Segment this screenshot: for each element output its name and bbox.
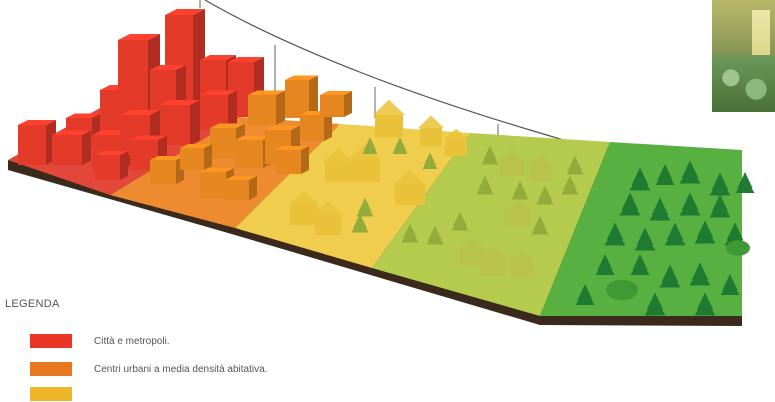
rural-house bbox=[528, 153, 554, 181]
tree bbox=[481, 145, 499, 165]
urban-building bbox=[225, 176, 257, 200]
zone-objects bbox=[18, 9, 755, 316]
zone-forest bbox=[540, 142, 742, 316]
forest-tree bbox=[735, 172, 755, 193]
town-house bbox=[288, 191, 320, 225]
town-house bbox=[313, 201, 343, 235]
forest-tree bbox=[659, 264, 681, 288]
legend-item-towns bbox=[30, 386, 94, 402]
legend-swatch-red bbox=[30, 334, 72, 348]
tree bbox=[531, 215, 549, 235]
rural-house bbox=[503, 198, 533, 226]
forest-tree bbox=[644, 292, 666, 316]
legend-label-cities: Città e metropoli. bbox=[94, 335, 170, 347]
forest-tree bbox=[679, 192, 701, 216]
urban-building bbox=[275, 146, 309, 174]
town-house bbox=[418, 115, 444, 146]
city-building bbox=[200, 90, 237, 130]
forest-tree bbox=[709, 172, 731, 196]
town-house bbox=[393, 171, 427, 205]
rural-house bbox=[498, 148, 526, 176]
forest-tree bbox=[595, 254, 615, 275]
forest-tree bbox=[694, 292, 716, 316]
town-house bbox=[373, 99, 405, 137]
forest-tree bbox=[694, 220, 716, 244]
rural-house bbox=[508, 250, 536, 278]
photo-fragment bbox=[712, 0, 775, 112]
tree bbox=[511, 180, 529, 200]
zone-towns bbox=[235, 124, 470, 268]
city-building bbox=[95, 151, 128, 180]
town-house bbox=[323, 148, 353, 182]
forest-tree bbox=[575, 284, 595, 305]
urban-building bbox=[180, 144, 212, 170]
urban-building bbox=[248, 90, 285, 125]
forest-tree bbox=[689, 262, 711, 286]
urban-building bbox=[200, 168, 234, 198]
forest-tree bbox=[679, 160, 701, 184]
tree bbox=[426, 225, 444, 245]
rural-house bbox=[478, 245, 508, 276]
forest-tree bbox=[630, 254, 650, 275]
legend-title: LEGENDA bbox=[5, 298, 60, 310]
forest-mound bbox=[726, 240, 750, 256]
urban-building bbox=[150, 156, 184, 184]
forest-tree bbox=[720, 274, 740, 295]
city-building bbox=[160, 100, 200, 145]
forest-tree bbox=[629, 167, 651, 191]
forest-tree bbox=[634, 227, 656, 251]
forest-tree bbox=[664, 222, 686, 246]
tree bbox=[451, 211, 469, 231]
tree bbox=[362, 137, 378, 154]
legend-label-urban-centers: Centri urbani a media densità abitativa. bbox=[94, 363, 268, 375]
rural-house bbox=[458, 238, 486, 266]
urban-building bbox=[320, 91, 352, 117]
legend-swatch-orange bbox=[30, 362, 72, 376]
forest-tree bbox=[655, 164, 675, 185]
city-building bbox=[52, 130, 91, 165]
tree bbox=[356, 197, 374, 217]
legend-item-cities: Città e metropoli. bbox=[30, 333, 170, 349]
tree bbox=[566, 155, 584, 175]
tree bbox=[561, 175, 579, 195]
forest-tree bbox=[619, 192, 641, 216]
forest-tree bbox=[649, 197, 671, 221]
photo-greenery bbox=[712, 55, 775, 112]
forest-tree bbox=[709, 194, 731, 218]
tree bbox=[392, 137, 408, 154]
tree bbox=[536, 185, 554, 205]
town-house bbox=[443, 128, 469, 156]
forest-tree bbox=[604, 222, 626, 246]
forest-mound bbox=[606, 279, 638, 301]
city-building bbox=[18, 120, 56, 165]
tree bbox=[476, 175, 494, 195]
legend-item-urban-centers: Centri urbani a media densità abitativa. bbox=[30, 361, 267, 377]
tree bbox=[401, 223, 419, 243]
urban-building bbox=[285, 75, 318, 118]
tree bbox=[351, 213, 369, 233]
tree bbox=[422, 152, 438, 169]
legend-swatch-yellow bbox=[30, 387, 72, 401]
